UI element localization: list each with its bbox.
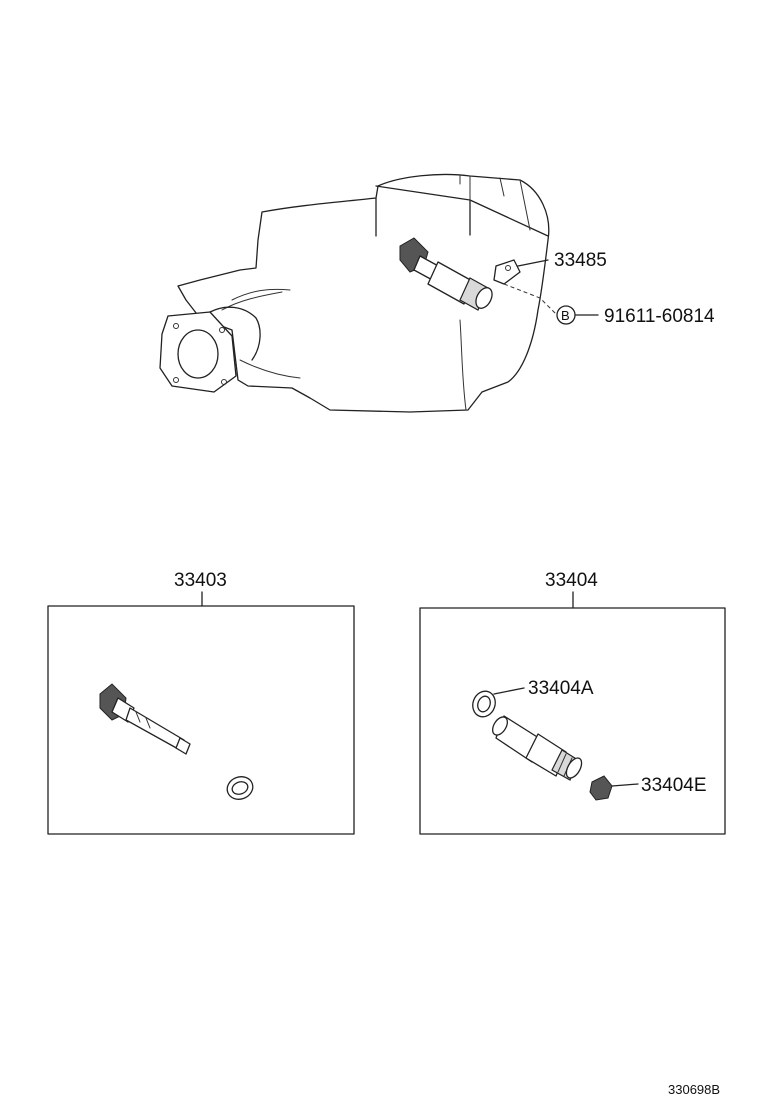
bolt-callout: B xyxy=(503,283,599,325)
housing-rib xyxy=(459,175,531,231)
sleeve-oring-part xyxy=(472,687,525,718)
extension-bulge xyxy=(209,306,261,361)
driven-gear-shaft xyxy=(125,707,185,751)
plug-part xyxy=(589,775,639,801)
bolt-marker-circle xyxy=(556,305,576,325)
rear-flange xyxy=(159,311,237,393)
extension-ribs xyxy=(221,288,467,411)
callout-kit-sleeve: 33404 xyxy=(545,570,598,591)
clamp-part xyxy=(493,259,549,285)
sleeve-part xyxy=(492,715,583,781)
callout-plug: 33404E xyxy=(641,775,707,796)
driven-gear-part xyxy=(99,683,191,755)
callout-oring: 33404A xyxy=(528,678,594,699)
callout-kit-gear: 33403 xyxy=(174,570,227,591)
callout-bolt: 91611-60814 xyxy=(604,306,715,327)
figure-id: 330698B xyxy=(668,1082,720,1097)
rear-flange-bore xyxy=(177,329,219,379)
installed-speedo-assembly xyxy=(399,237,493,311)
kit-sleeve-box xyxy=(419,607,726,835)
clamp-plate xyxy=(493,259,521,285)
bolt-marker-letter: B xyxy=(561,308,570,323)
gear-oring-part xyxy=(226,776,254,800)
transmission-housing xyxy=(159,173,550,413)
plug-body xyxy=(589,775,613,801)
callout-clamp: 33485 xyxy=(554,250,607,271)
kit-gear-box xyxy=(47,605,355,835)
